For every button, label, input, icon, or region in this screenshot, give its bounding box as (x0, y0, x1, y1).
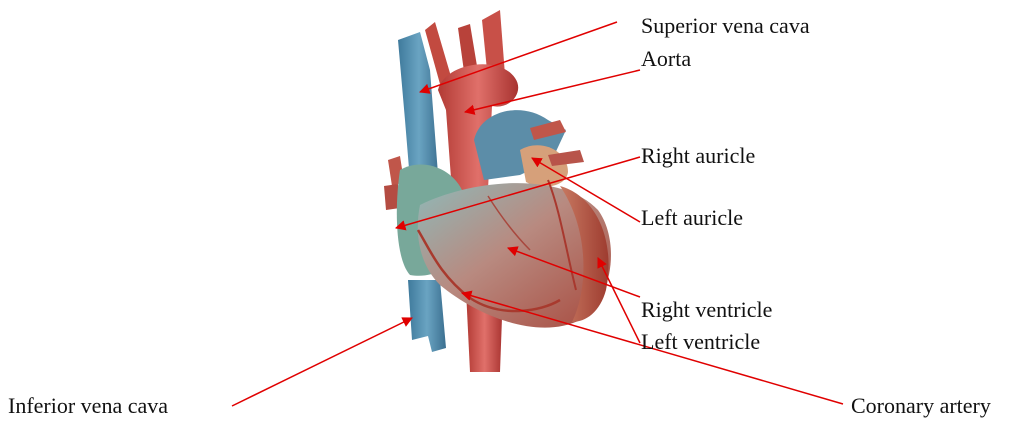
arrow-superior-vena-cava (420, 22, 617, 92)
arrow-inferior-vena-cava (232, 318, 412, 406)
label-aorta: Aorta (641, 46, 691, 72)
label-right-auricle: Right auricle (641, 143, 755, 169)
label-inferior-vena-cava: Inferior vena cava (8, 393, 168, 419)
inferior-vena-cava-vessel (408, 280, 446, 352)
label-coronary-artery: Coronary artery (851, 393, 991, 419)
label-right-ventricle: Right ventricle (641, 297, 772, 323)
label-left-auricle: Left auricle (641, 205, 743, 231)
arrow-left-ventricle (598, 258, 640, 343)
label-superior-vena-cava: Superior vena cava (641, 13, 810, 39)
label-left-ventricle: Left ventricle (641, 329, 760, 355)
